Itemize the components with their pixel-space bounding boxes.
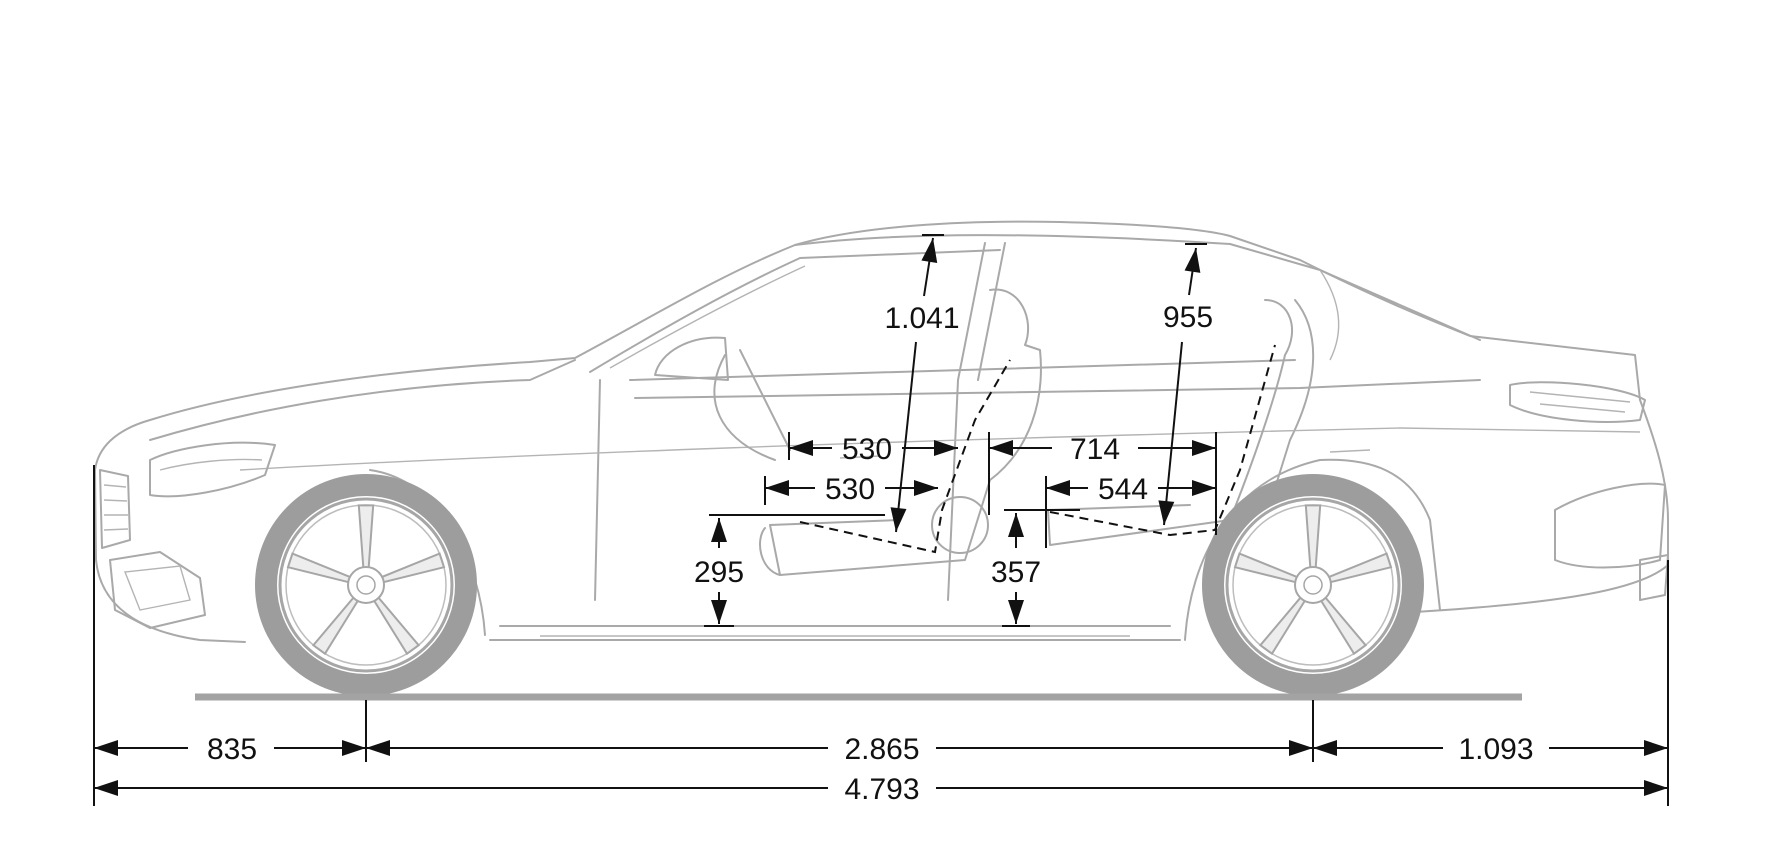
wheelbase-label: 2.865 (844, 733, 919, 766)
front-wheel (255, 474, 477, 696)
extension-lines (93, 234, 1669, 806)
dimension-labels: 835 2.865 1.093 4.793 1.041 955 530 530 … (207, 301, 1534, 806)
seat-reference-lines (799, 344, 1276, 554)
rear-wheel (1202, 474, 1424, 696)
rear-overhang-label: 1.093 (1458, 733, 1533, 766)
arrowheads (94, 238, 1668, 796)
rear-legroom-lower-label: 544 (1098, 473, 1148, 506)
overall-length-label: 4.793 (844, 773, 919, 806)
rear-seat-height-label: 357 (991, 556, 1041, 589)
front-headroom-label: 1.041 (884, 302, 959, 335)
front-legroom-upper-label: 530 (842, 433, 892, 466)
front-legroom-lower-label: 530 (825, 473, 875, 506)
rear-legroom-upper-label: 714 (1070, 433, 1120, 466)
car-body-outline (94, 220, 1669, 643)
front-seat-height-label: 295 (694, 556, 744, 589)
front-overhang-label: 835 (207, 733, 257, 766)
rear-headroom-label: 955 (1163, 301, 1213, 334)
